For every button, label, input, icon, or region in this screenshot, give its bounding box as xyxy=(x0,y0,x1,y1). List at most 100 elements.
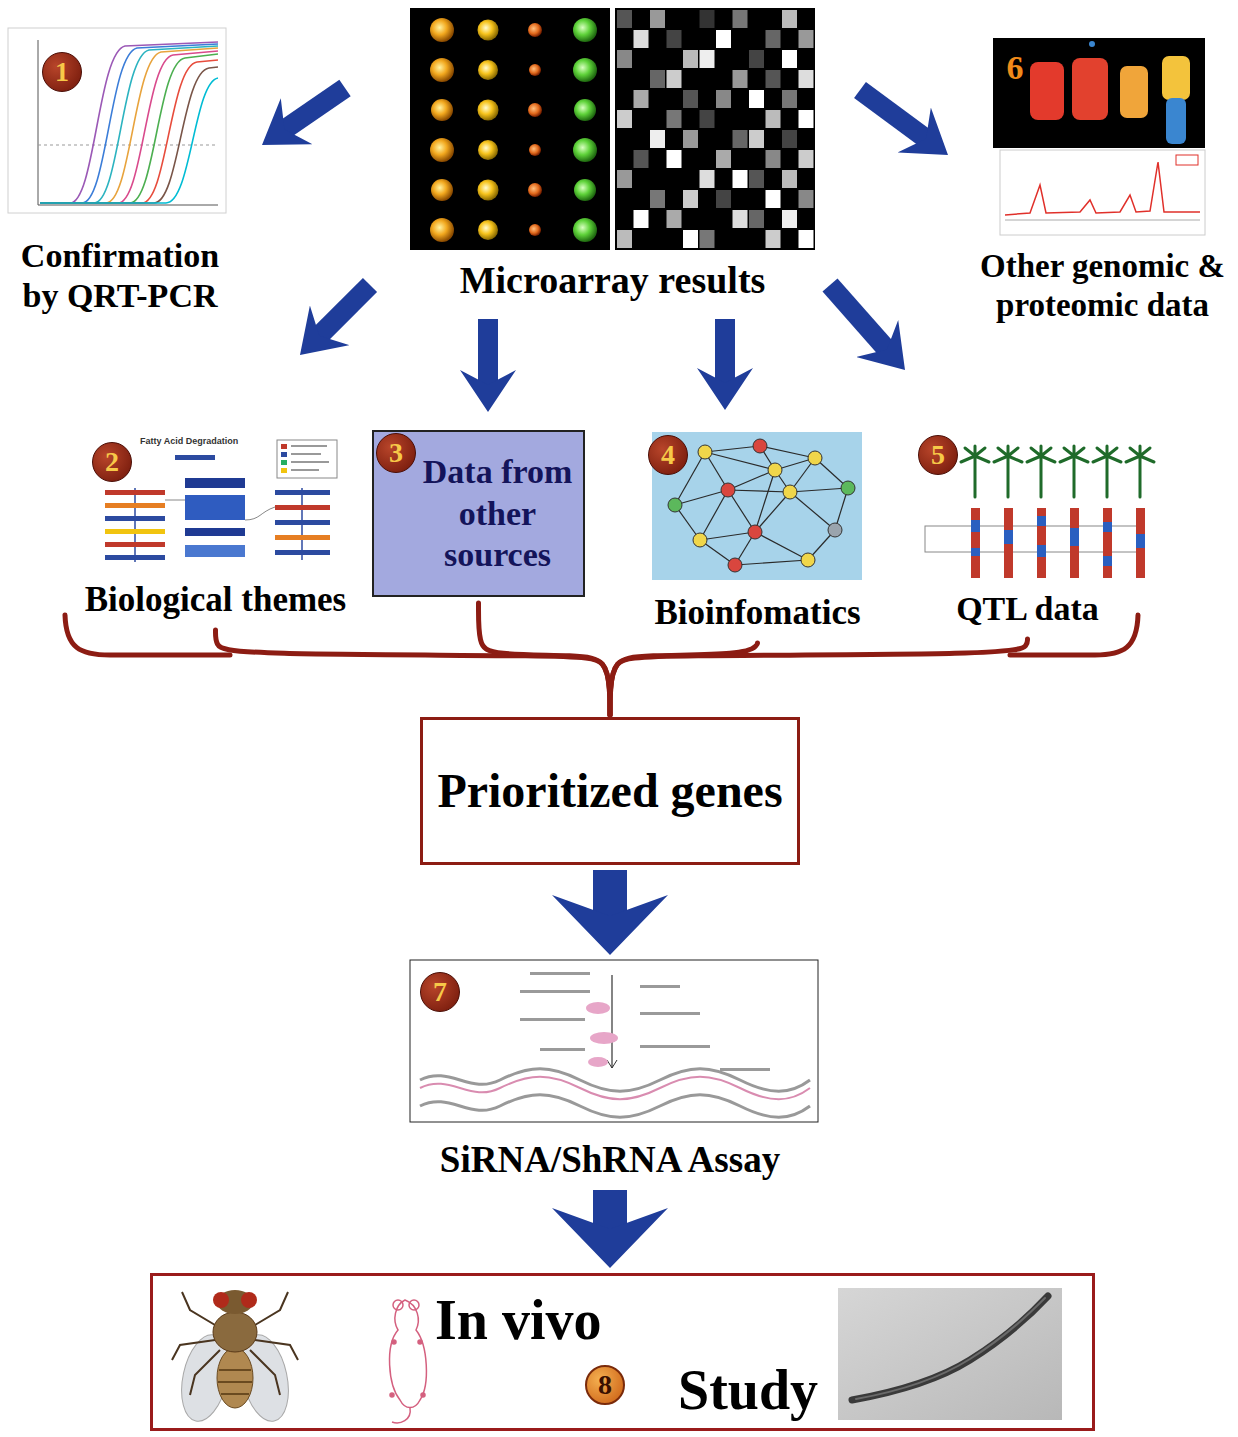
expression-heatmap xyxy=(782,210,797,228)
interaction-network xyxy=(675,490,728,505)
pathway-map xyxy=(105,503,165,508)
qtl-figure xyxy=(1136,508,1145,578)
expression-heatmap xyxy=(667,110,682,128)
fly-drawing xyxy=(172,1340,215,1360)
pcr-amplification-plot xyxy=(40,42,218,203)
expression-heatmap xyxy=(766,70,781,88)
pcr-amplification-plot xyxy=(40,51,218,203)
caption: SiRNA/ShRNA Assay xyxy=(404,1138,816,1182)
expression-heatmap xyxy=(766,30,781,48)
merge-brace xyxy=(216,630,611,715)
expression-heatmap xyxy=(799,30,814,48)
qtl-figure xyxy=(1136,534,1145,548)
pathway-map xyxy=(281,460,287,465)
pathway-map xyxy=(277,440,337,478)
microarray-spots xyxy=(430,18,454,242)
interaction-network xyxy=(841,481,855,495)
flow-arrow xyxy=(860,90,928,140)
karyotype-image xyxy=(1089,41,1095,47)
box-text: Data from other sources xyxy=(416,451,579,575)
microarray-spots xyxy=(478,220,498,240)
pathway-map xyxy=(105,555,165,560)
pathway-map xyxy=(105,440,337,562)
karyotype-image xyxy=(1120,66,1148,118)
caption: Microarray results xyxy=(405,258,820,303)
pathway-map xyxy=(105,516,165,521)
expression-heatmap xyxy=(799,150,814,168)
interaction-network xyxy=(748,525,762,539)
expression-heatmap xyxy=(700,50,715,68)
expression-heatmap xyxy=(667,150,682,168)
expression-heatmap xyxy=(650,10,665,28)
spectrum-trace xyxy=(1000,150,1205,235)
expression-heatmap xyxy=(634,30,649,48)
interaction-network xyxy=(693,533,707,547)
worm-photo xyxy=(856,1298,1045,1399)
qtl-figure xyxy=(961,446,989,497)
worm-photo xyxy=(838,1288,1062,1420)
expression-heatmap xyxy=(766,110,781,128)
rnai-scheme xyxy=(420,1077,810,1100)
expression-heatmap xyxy=(782,10,797,28)
qtl-figure xyxy=(1103,556,1112,566)
qtl-figure xyxy=(994,446,1022,497)
caption: Confirmation by QRT-PCR xyxy=(8,236,233,316)
pcr-amplification-plot xyxy=(8,28,226,213)
merge-brace xyxy=(479,603,611,715)
interaction-network xyxy=(753,439,767,453)
karyotype-image xyxy=(1166,98,1186,144)
expression-heatmap xyxy=(634,150,649,168)
interaction-network xyxy=(721,483,735,497)
pathway-map xyxy=(134,488,136,562)
rnai-scheme xyxy=(640,985,680,988)
interaction-network xyxy=(790,488,848,492)
spectrum-trace xyxy=(1176,155,1198,165)
pathway-map xyxy=(275,490,330,495)
interaction-network xyxy=(675,446,848,565)
interaction-network xyxy=(700,532,755,540)
expression-heatmap xyxy=(799,110,814,128)
expression-heatmap xyxy=(716,150,731,168)
flow-arrow xyxy=(715,319,735,385)
fly-drawing xyxy=(255,1292,288,1325)
box-text: Prioritized genes xyxy=(437,762,782,821)
qtl-figure xyxy=(925,446,1154,578)
expression-heatmap xyxy=(650,130,665,148)
qtl-figure xyxy=(1037,545,1046,557)
interaction-network xyxy=(808,451,822,465)
caption: QTL data xyxy=(905,589,1150,629)
flow-arrow xyxy=(593,1190,627,1232)
microarray-spots xyxy=(431,179,453,201)
pathway-map xyxy=(165,500,185,501)
microarray-spots xyxy=(574,99,596,121)
mouse-drawing xyxy=(421,1393,425,1397)
microarray-spots xyxy=(529,224,541,236)
expression-heatmap xyxy=(749,90,764,108)
callout-number: 8 xyxy=(585,1365,625,1405)
expression-heatmap xyxy=(700,110,715,128)
flow-arrow xyxy=(318,285,370,337)
expression-heatmap xyxy=(700,170,715,188)
microarray-spots xyxy=(478,100,499,121)
rnai-scheme xyxy=(420,1069,810,1092)
rnai-scheme xyxy=(410,960,818,1122)
qtl-figure xyxy=(1004,530,1013,544)
expression-heatmap xyxy=(683,90,698,108)
karyotype-image xyxy=(993,38,1205,148)
spectrum-trace xyxy=(1005,162,1200,215)
microarray-spots xyxy=(529,144,541,156)
expression-heatmap xyxy=(615,8,815,250)
interaction-network xyxy=(728,490,790,492)
pathway-map xyxy=(291,445,327,447)
microarray-spots xyxy=(528,23,542,37)
callout-number: 1 xyxy=(42,52,82,92)
interaction-network xyxy=(735,560,808,565)
callout-number: 4 xyxy=(648,435,688,475)
karyotype-image xyxy=(1030,62,1064,120)
callout-number: 5 xyxy=(918,435,958,475)
interaction-network xyxy=(760,446,815,458)
mouse-drawing xyxy=(393,1300,403,1310)
mouse-drawing xyxy=(418,1340,422,1344)
panel-node: 1Confirmation by QRT-PCR xyxy=(5,22,235,320)
flow-arrow xyxy=(478,319,498,387)
